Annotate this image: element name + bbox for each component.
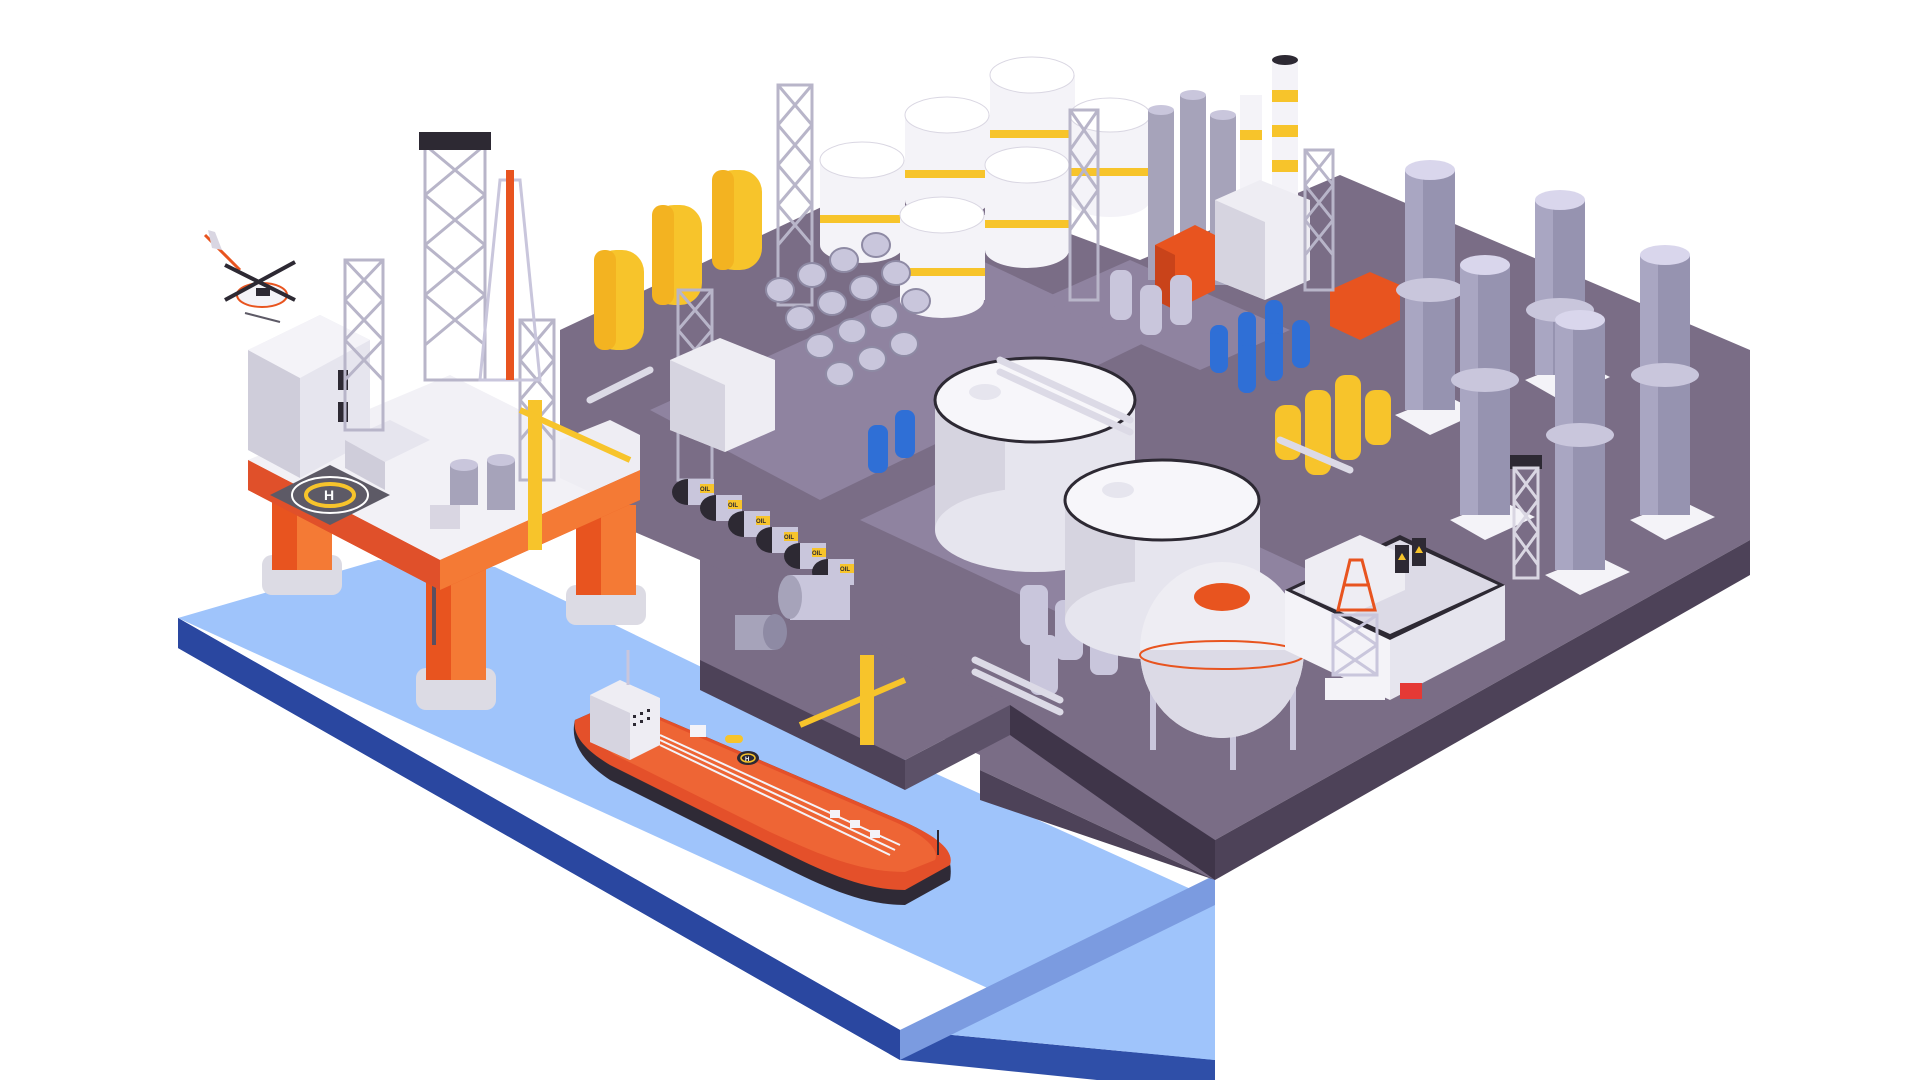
svg-text:OIL: OIL	[700, 487, 710, 493]
large-storage-tanks	[933, 356, 1261, 660]
oil-tanker-ship: H	[573, 650, 951, 905]
lattice-tower-right	[1068, 108, 1335, 302]
pipes	[586, 356, 1354, 716]
yellow-vessels	[594, 170, 762, 350]
svg-text:H: H	[745, 757, 749, 763]
helipad-platform: H	[270, 465, 390, 525]
spherical-tank	[1139, 562, 1305, 770]
control-building	[670, 338, 775, 452]
svg-text:OIL: OIL	[728, 503, 738, 509]
svg-text:OIL: OIL	[812, 551, 822, 557]
offshore-platform: H	[248, 132, 646, 710]
svg-text:OIL: OIL	[784, 535, 794, 541]
grey-drums	[765, 232, 931, 387]
distillation-columns	[1395, 160, 1715, 595]
deck-cylinders	[430, 454, 515, 529]
blue-vessels	[868, 300, 1310, 473]
svg-text:OIL: OIL	[840, 567, 850, 573]
electrical-building	[1285, 535, 1505, 700]
svg-text:OIL: OIL	[756, 519, 766, 525]
helipad-ship: H	[737, 751, 759, 765]
helipad-label: H	[324, 487, 334, 503]
helicopter	[203, 230, 296, 323]
lattice-tower-columns	[1510, 455, 1542, 580]
pier-equipment	[735, 575, 907, 745]
platform-crane	[518, 400, 632, 550]
